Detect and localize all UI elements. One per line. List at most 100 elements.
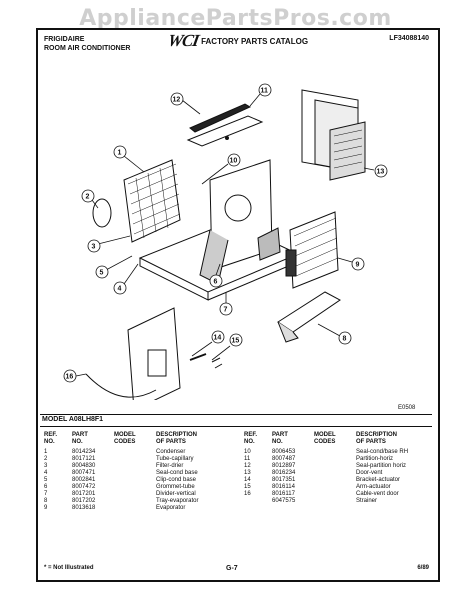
divider-rule	[40, 414, 432, 415]
catalog-number: LF34088140	[389, 35, 429, 42]
figure-reference: E0508	[398, 405, 416, 411]
col-ref: REF.NO.	[244, 432, 258, 445]
cell-description: Filter-drier	[156, 463, 184, 469]
callout-1: 1	[113, 145, 145, 173]
cell-description: Tube-capillary	[156, 456, 194, 462]
catalog-title: FACTORY PARTS CATALOG	[201, 36, 309, 46]
callout-8: 8	[317, 323, 352, 345]
cell-ref: 4	[44, 470, 48, 476]
cell-ref: 7	[44, 491, 48, 497]
cell-ref: 2	[44, 456, 48, 462]
svg-text:4: 4	[118, 286, 122, 293]
cell-description: Clip-cond base	[156, 477, 197, 483]
svg-text:9: 9	[356, 262, 360, 269]
cell-description: Seal-cond base	[156, 470, 198, 476]
cell-ref: 3	[44, 463, 48, 469]
capillary-tube-part	[92, 198, 112, 228]
cell-part-number: 8012897	[272, 463, 296, 469]
seal-partition-part	[189, 103, 252, 133]
brand-name: FRIGIDAIRE	[44, 36, 85, 43]
cell-part-number: 8017351	[272, 477, 296, 483]
cell-description: Seal-partition horiz	[356, 463, 407, 469]
cell-ref	[244, 498, 272, 505]
cell-model-codes	[114, 449, 156, 456]
cell-ref: 14	[244, 477, 251, 483]
page-number: G-7	[226, 565, 238, 572]
cell-part-number: 8007472	[72, 484, 96, 490]
svg-text:2: 2	[86, 194, 90, 201]
cell-model-codes	[114, 463, 156, 470]
cell-part-number: 8006453	[272, 449, 296, 455]
svg-text:6: 6	[214, 279, 218, 286]
cell-model-codes	[114, 470, 156, 477]
cell-model-codes	[114, 484, 156, 491]
svg-text:5: 5	[100, 270, 104, 277]
cell-part-number: 8016117	[272, 491, 295, 497]
vent-cable-part	[85, 373, 157, 398]
cell-part-number: 8002841	[72, 477, 96, 483]
col-ref: REF.NO.	[44, 432, 58, 445]
callout-7: 7	[219, 292, 233, 316]
cell-model-codes	[314, 463, 356, 470]
cell-description: Seal-cond/base RH	[356, 449, 409, 455]
callout-5: 5	[95, 255, 133, 279]
footnote: * = Not Illustrated	[44, 565, 94, 571]
svg-text:13: 13	[377, 169, 385, 176]
wci-logo: WCI	[166, 31, 200, 50]
cell-part-number: 8004830	[72, 463, 96, 469]
cell-description: Door-vent	[356, 470, 383, 476]
svg-text:1: 1	[118, 150, 122, 157]
callout-10: 10	[201, 153, 241, 185]
actuator-arm-part	[189, 353, 207, 361]
tray-evaporator-part	[277, 291, 341, 333]
cell-ref: 15	[244, 484, 251, 490]
svg-text:14: 14	[214, 335, 222, 342]
cell-ref: 11	[244, 456, 251, 462]
cell-part-number: 8016234	[272, 470, 296, 476]
cell-model-codes	[314, 477, 356, 484]
table-row: 10 8006453 Seal-cond/base RH	[244, 449, 436, 456]
cell-model-codes	[314, 491, 356, 498]
cell-model-codes	[114, 491, 156, 498]
evaporator-part	[289, 211, 339, 289]
watermark: AppliancePartsPros.com	[79, 6, 392, 31]
header-left: FRIGIDAIRE ROOM AIR CONDITIONER	[44, 35, 130, 53]
header-center: WCI FACTORY PARTS CATALOG	[166, 31, 309, 51]
svg-text:11: 11	[261, 88, 269, 95]
cell-part-number: 6047575	[272, 498, 296, 504]
cell-ref: 1	[44, 449, 48, 455]
svg-text:16: 16	[66, 374, 74, 381]
product-name: ROOM AIR CONDITIONER	[44, 45, 131, 52]
svg-text:15: 15	[232, 338, 240, 345]
callout-4: 4	[113, 263, 139, 295]
callout-12: 12	[170, 92, 201, 115]
cell-description: Grommet-tube	[156, 484, 195, 490]
cell-model-codes	[314, 484, 356, 491]
cell-description: Divider-vertical	[156, 491, 196, 497]
callout-9: 9	[337, 257, 365, 271]
callout-3: 3	[87, 235, 131, 253]
cell-description: Arm-actuator	[356, 484, 391, 490]
door-vent-grille	[329, 121, 366, 181]
cell-model-codes	[314, 456, 356, 463]
catalog-page-frame	[36, 28, 440, 582]
callout-6: 6	[209, 263, 223, 288]
cell-ref: 10	[244, 449, 251, 455]
cell-model-codes	[314, 470, 356, 477]
